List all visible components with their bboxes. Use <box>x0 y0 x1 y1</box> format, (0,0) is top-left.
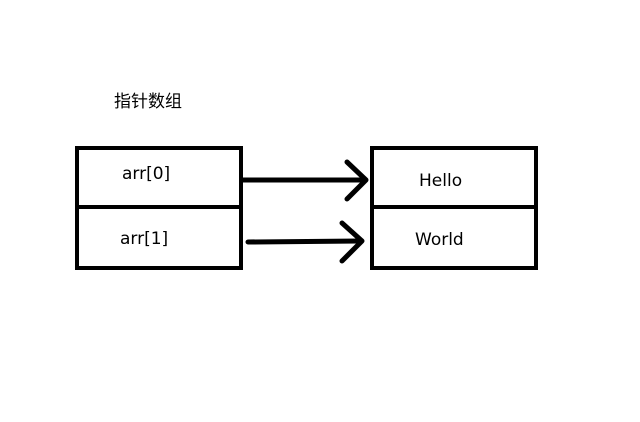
string-box <box>370 146 538 270</box>
pointer-array-divider <box>79 205 239 209</box>
pointer-cell-0-label: arr[0] <box>122 164 171 184</box>
pointer-cell-1-label: arr[1] <box>120 229 169 249</box>
pointer-array-box <box>75 146 243 270</box>
string-cell-1-label: World <box>415 230 464 250</box>
arrow-1 <box>245 220 365 264</box>
diagram-title: 指针数组 <box>114 92 182 112</box>
string-box-divider <box>374 205 534 209</box>
string-cell-0-label: Hello <box>419 171 463 191</box>
arrow-0 <box>240 159 369 202</box>
